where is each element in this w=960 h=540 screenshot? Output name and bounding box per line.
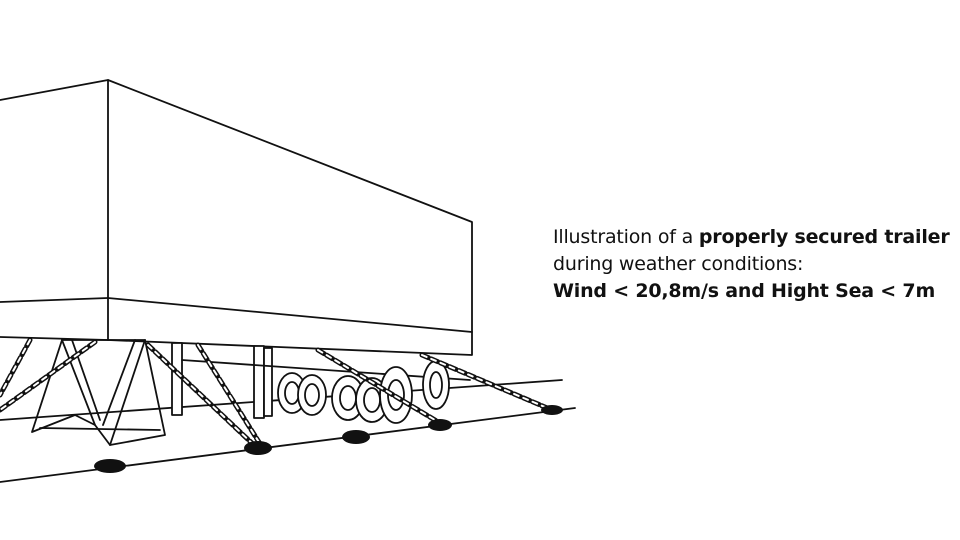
deck-lashing-points bbox=[94, 405, 563, 473]
trailer-box bbox=[0, 79, 473, 356]
lashing-point bbox=[94, 459, 126, 473]
caption-line-3: Wind < 20,8m/s and Hight Sea < 7m bbox=[553, 278, 958, 305]
trailer-trestle bbox=[31, 339, 166, 446]
lashing-point bbox=[244, 441, 272, 455]
caption-text: Illustration of a properly secured trail… bbox=[553, 224, 958, 305]
lashing-point bbox=[428, 419, 452, 431]
lashing-point bbox=[342, 430, 370, 444]
trailer-wheels bbox=[277, 360, 450, 424]
weather-limits: Wind < 20,8m/s and Hight Sea < 7m bbox=[553, 280, 936, 302]
caption-line-1: Illustration of a properly secured trail… bbox=[553, 224, 958, 251]
lashing-chains-inner bbox=[0, 339, 553, 448]
lashing-point bbox=[541, 405, 563, 415]
caption-line-2: during weather conditions: bbox=[553, 253, 804, 275]
caption-line-1-bold: properly secured trailer bbox=[698, 226, 950, 248]
caption-line-1-normal: Illustration of a bbox=[553, 226, 699, 248]
trailer-chassis bbox=[171, 342, 471, 419]
